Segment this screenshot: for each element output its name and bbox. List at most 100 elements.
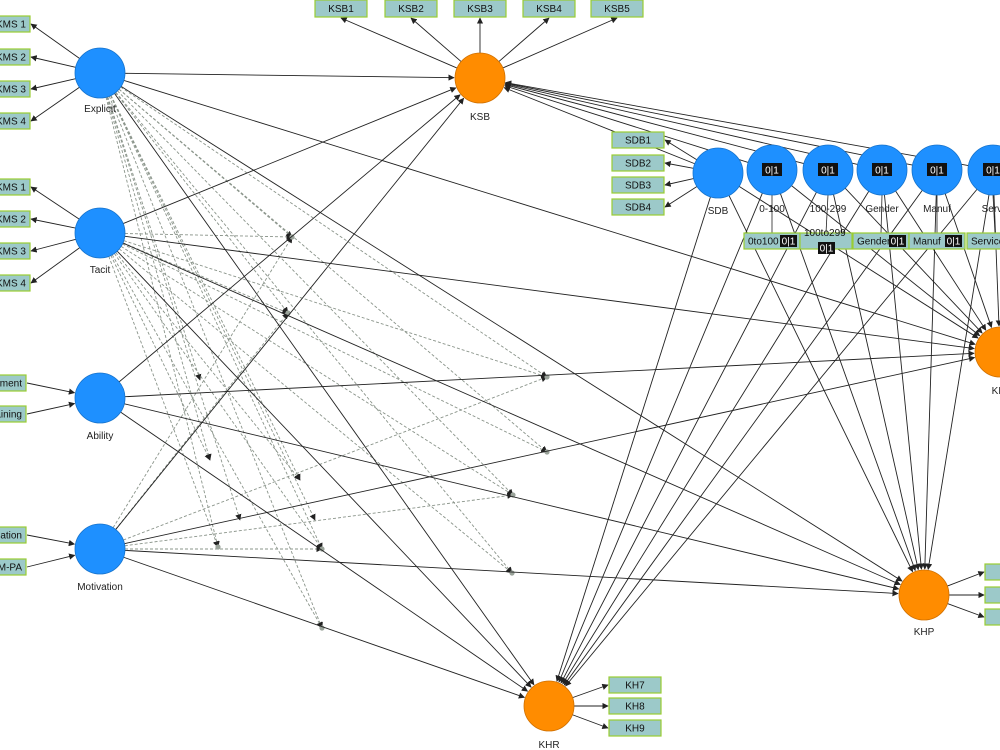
moderation-path-tacit-10 [115, 252, 301, 481]
indicator-ksb-3[interactable]: KSB3 [453, 0, 507, 18]
indicator-ability-1[interactable]: Recruitment [0, 374, 27, 392]
construct-khr[interactable]: KHR [523, 680, 575, 750]
indicator-khp-3[interactable] [984, 608, 1000, 626]
path-tacit-to-khp [122, 242, 901, 586]
indicator-explicit-1-label: KMS 1 [0, 20, 26, 31]
indicator-motivation-1[interactable]: Compensation [0, 526, 27, 544]
indicator-ksb-5-label: KSB5 [604, 4, 630, 15]
moderation-path-tacit-3 [122, 243, 548, 453]
dummy-indicator-badge-label: 0|1 [947, 237, 961, 248]
loading-dummy-gender [880, 194, 883, 234]
indicator-dummy-4[interactable]: Manuf 0|1 [908, 232, 966, 250]
indicator-sdb-3[interactable]: SDB3 [611, 176, 665, 194]
indicator-khp-2[interactable] [984, 586, 1000, 604]
indicator-ksb-1-label: KSB1 [328, 4, 354, 15]
indicator-explicit-4-label: KMS 4 [0, 117, 26, 128]
path-c100_299-to-ksb [504, 83, 804, 165]
construct-c0-100[interactable]: 0|10-100 [746, 144, 798, 215]
loading-sdb-4 [664, 186, 698, 208]
indicator-explicit-1[interactable]: KMS 1 [0, 15, 31, 33]
indicator-ksb-2[interactable]: KSB2 [384, 0, 438, 18]
path-gender-to-khp [884, 194, 925, 570]
path-manuf-to-khi [944, 193, 993, 329]
path-sdb-to-khr [555, 196, 711, 682]
path-manuf-to-khr [563, 189, 923, 686]
loading-ability-1 [26, 382, 76, 395]
indicator-khp-1[interactable] [984, 563, 1000, 581]
indicator-khr-3[interactable]: KH9 [608, 719, 662, 737]
path-servi-to-khp [925, 194, 990, 570]
loading-khr-3 [572, 714, 609, 729]
indicator-sdb-4[interactable]: SDB4 [611, 198, 665, 216]
construct-sdb[interactable]: SDB [692, 147, 744, 217]
indicator-explicit-3-label: KMS 3 [0, 85, 26, 96]
path-ability-to-khi [124, 350, 975, 398]
indicator-tacit-2[interactable]: KMS 2 [0, 210, 31, 228]
construct-khi[interactable]: KHI [974, 326, 1000, 397]
indicator-dummy-3-label: Gender [857, 237, 891, 248]
construct-ability[interactable]: Ability [74, 372, 126, 442]
indicator-sdb-2[interactable]: SDB2 [611, 154, 665, 172]
loading-ksb-1 [340, 17, 458, 69]
loading-explicit-4 [30, 86, 80, 122]
indicator-explicit-2[interactable]: KMS 2 [0, 48, 31, 66]
moderation-path-explicit-3 [118, 88, 548, 453]
path-ability-to-khp [124, 403, 900, 591]
construct-motivation-label: Motivation [77, 582, 123, 593]
indicator-tacit-1[interactable]: KMS 1 [0, 178, 31, 196]
moderation-node [509, 570, 515, 576]
moderation-path-explicit-1 [115, 92, 289, 314]
indicator-tacit-3[interactable]: KMS 3 [0, 242, 31, 260]
indicator-ksb-5[interactable]: KSB5 [590, 0, 644, 18]
path-explicit-to-ksb [124, 72, 455, 81]
indicator-tacit-2-label: KMS 2 [0, 215, 26, 226]
construct-tacit-label: Tacit [90, 265, 111, 276]
loading-ksb-4 [498, 17, 550, 62]
loading-sdb-3 [664, 178, 694, 187]
construct-motivation[interactable]: Motivation [74, 523, 126, 593]
indicator-ability-2[interactable]: Training [0, 405, 27, 423]
indicator-tacit-4-label: KMS 4 [0, 279, 26, 290]
dummy-indicator-badge [818, 242, 835, 254]
indicator-dummy-4-label: Manuf [913, 237, 941, 248]
dummy-indicator-badge [889, 235, 906, 247]
path-sdb-to-khp [728, 195, 913, 573]
construct-gender-label: Gender [865, 204, 899, 215]
indicator-ksb-1[interactable]: KSB1 [314, 0, 368, 18]
indicator-tacit-4[interactable]: KMS 4 [0, 274, 31, 292]
moderation-path-explicit-5 [105, 97, 220, 548]
indicator-dummy-1-label: 0to100 [748, 237, 779, 248]
path-sdb-to-khi [738, 186, 979, 339]
construct-khp[interactable]: KHP [898, 569, 950, 638]
indicator-khr-2[interactable]: KH8 [608, 697, 662, 715]
loading-tacit-3 [30, 238, 76, 253]
indicator-explicit-3[interactable]: KMS 3 [0, 80, 31, 98]
construct-tacit[interactable]: Tacit [74, 207, 126, 276]
indicator-motivation-2[interactable]: PM-PA [0, 558, 27, 576]
indicator-sdb-1[interactable]: SDB1 [611, 131, 665, 149]
indicator-motivation-2-label: PM-PA [0, 563, 22, 574]
construct-ability-label: Ability [87, 431, 114, 442]
path-servi-to-khr [565, 188, 978, 687]
moderation-path-explicit-7 [108, 96, 323, 629]
indicator-khr-1[interactable]: KH7 [608, 676, 662, 694]
construct-explicit-label: Explicit [84, 104, 116, 115]
construct-ksb[interactable]: KSB [454, 52, 506, 123]
loading-khp-3 [947, 603, 985, 619]
indicator-sdb-1-label: SDB1 [625, 136, 652, 147]
moderation-path-motivation-0 [112, 236, 293, 528]
indicator-dummy-5[interactable]: Service0|1 [966, 232, 1000, 250]
path-motivation-to-khr [123, 556, 526, 699]
indicator-ksb-4[interactable]: KSB4 [522, 0, 576, 18]
construct-explicit[interactable]: Explicit [74, 47, 126, 115]
loading-ksb-5 [502, 17, 618, 69]
indicator-explicit-4[interactable]: KMS 4 [0, 112, 31, 130]
path-explicit-to-khr [114, 93, 535, 686]
